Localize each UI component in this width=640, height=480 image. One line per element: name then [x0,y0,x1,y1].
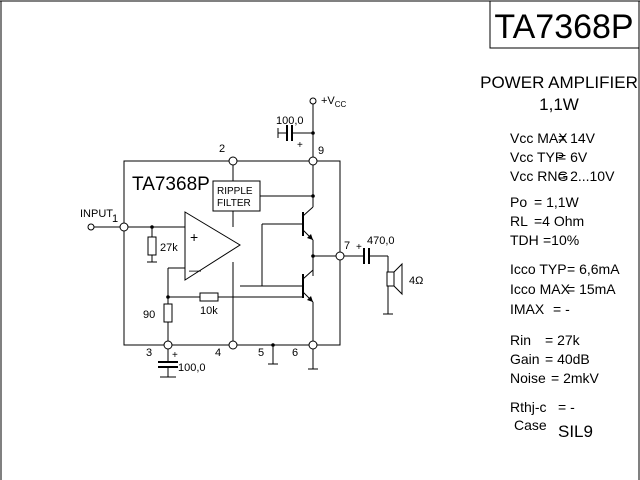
spec-value: = - [558,399,575,415]
spec-value: = 2mkV [551,370,600,386]
spec-value: = 14V [558,130,596,146]
pin2-node [228,156,238,166]
spec-label: Icco MAX [510,281,571,297]
resistor-90 [163,303,173,323]
spec-label: Icco TYP [510,261,567,277]
heading-line1: POWER AMPLIFIER [480,73,638,92]
spec-value: = 15mA [567,281,616,297]
pin7-node [335,251,345,261]
spec-label: Rthj-c [510,399,547,415]
transistor-upper-arrow [307,234,313,240]
pin4-node [228,340,238,350]
opamp-plus-sign: + [190,229,198,245]
spec-value: = 2...10V [558,168,615,184]
spec-label: Rin [510,332,531,348]
spec-value: = - [553,301,570,317]
r-feedback-label: 10k [200,305,218,317]
spec-label: Vcc TYP [510,149,564,165]
c-output-plus: + [356,242,362,253]
transistor-lower-collector [302,269,314,280]
pin1-node [119,222,129,232]
pin9-node [308,156,318,166]
ripple-filter-line2: FILTER [217,198,251,209]
pin6-node [308,340,318,350]
spec-table: Vcc MAX = 14V Vcc TYP = 6V Vcc RNG = 2..… [510,130,620,441]
opamp-minus-sign: — [189,263,201,277]
pin5-label: 5 [258,347,264,359]
title-block [489,0,640,49]
c-bypass-label: 100,0 [178,362,206,374]
schematic: TA7368P RIPPLE FILTER + — INPUT 1 27k 90 [80,95,423,378]
transistor-lower-arrow [307,296,313,302]
spec-value: = 1,1W [534,194,580,210]
ripple-filter-line1: RIPPLE [217,186,253,197]
heading-line2: 1,1W [539,95,579,114]
speaker-label: 4Ω [409,275,423,287]
pin4-label: 4 [215,347,221,359]
spec-label: Vcc RNG [510,168,568,184]
spec-value: SIL9 [558,422,593,441]
pin3-node [163,340,173,350]
spec-value: = 6V [558,149,588,165]
r-input-label: 27k [160,242,178,254]
pin3-label: 3 [146,347,152,359]
vcc-label: +VCC [321,95,347,109]
spec-label: Gain [510,351,540,367]
resistor-27k [147,236,157,256]
pin9-label: 9 [318,145,324,157]
spec-label: Noise [510,370,546,386]
spec-value: = 40dB [545,351,590,367]
resistor-10k [199,292,219,302]
c-supply-plus: + [297,140,303,151]
spec-label: Po [510,194,527,210]
spec-value: = 6,6mA [567,261,620,277]
part-number-title: TA7368P [494,8,633,46]
spec-label: Case [514,417,547,433]
speaker-icon [386,262,403,296]
spec-label: RL [510,213,528,229]
spec-value: =4 Ohm [534,213,584,229]
r-ground-label: 90 [143,309,155,321]
pin2-label: 2 [219,143,225,155]
spec-value: =10% [543,232,579,248]
spec-label: IMAX [510,301,545,317]
pin1-label: 1 [112,213,118,225]
transistor-upper-collector [302,206,314,217]
chip-label: TA7368P [132,174,210,195]
spec-value: = 27k [545,332,581,348]
c-output-label: 470,0 [367,235,395,247]
pin7-label: 7 [344,240,350,252]
input-terminal [87,223,95,231]
input-label: INPUT [80,208,113,220]
opamp-symbol [184,211,241,281]
spec-label: TDH [510,232,539,248]
pin6-label: 6 [292,347,298,359]
c-bypass-plus: + [172,350,178,361]
spec-label: Vcc MAX [510,130,568,146]
c-supply-label: 100,0 [276,115,304,127]
vcc-terminal [309,97,317,105]
